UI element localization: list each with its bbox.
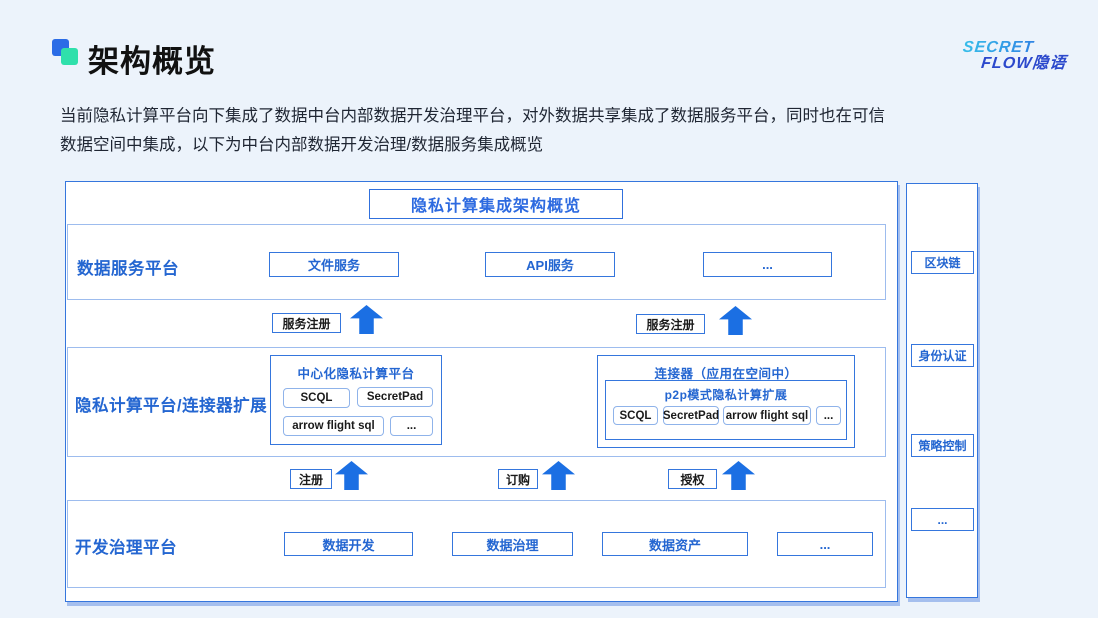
chip-arrow-flight-sql: arrow flight sql <box>283 416 384 436</box>
item-api-service: API服务 <box>485 252 615 277</box>
item-data-asset: 数据资产 <box>602 532 748 556</box>
page-title: 架构概览 <box>88 44 216 79</box>
row-privacy-label: 隐私计算平台/连接器扩展 <box>75 397 268 415</box>
tag-order: 订购 <box>498 469 538 489</box>
sidebar-item-blockchain: 区块链 <box>911 251 974 274</box>
item-file-service: 文件服务 <box>269 252 399 277</box>
diagram-title: 隐私计算集成架构概览 <box>369 189 623 219</box>
item-data-governance: 数据治理 <box>452 532 573 556</box>
chip-p2p-more: ... <box>816 406 841 425</box>
tag-register: 注册 <box>290 469 332 489</box>
connector-title: 连接器（应用在空间中） <box>654 367 798 381</box>
p2p-extension-title: p2p模式隐私计算扩展 <box>664 388 788 402</box>
tag-authorize: 授权 <box>668 469 717 489</box>
chip-p2p-arrow-flight-sql: arrow flight sql <box>723 406 811 425</box>
bullet-square-teal-icon <box>61 48 78 65</box>
item-dev-more: ... <box>777 532 873 556</box>
secretflow-logo-line2: FLOW隐语 <box>980 55 1068 72</box>
row-dev-label: 开发治理平台 <box>75 539 177 557</box>
central-platform-title: 中心化隐私计算平台 <box>297 367 415 381</box>
sidebar-item-identity-auth: 身份认证 <box>911 344 974 367</box>
slide-bullet-icon <box>52 39 80 67</box>
secretflow-logo: SECRET FLOW隐语 <box>950 39 1084 72</box>
chip-scql: SCQL <box>283 388 350 408</box>
chip-secretpad: SecretPad <box>357 387 433 407</box>
chip-central-more: ... <box>390 416 433 436</box>
sidebar-frame <box>906 183 978 598</box>
item-data-dev: 数据开发 <box>284 532 413 556</box>
intro-line-1: 当前隐私计算平台向下集成了数据中台内部数据开发治理平台，对外数据共享集成了数据服… <box>60 107 885 125</box>
chip-p2p-secretpad: SecretPad <box>663 406 719 425</box>
tag-service-register-right: 服务注册 <box>636 314 705 334</box>
tag-service-register-left: 服务注册 <box>272 313 341 333</box>
sidebar-item-more: ... <box>911 508 974 531</box>
intro-paragraph: 当前隐私计算平台向下集成了数据中台内部数据开发治理平台，对外数据共享集成了数据服… <box>60 102 960 160</box>
chip-p2p-scql: SCQL <box>613 406 658 425</box>
item-data-service-more: ... <box>703 252 832 277</box>
row-data-service-label: 数据服务平台 <box>77 260 179 278</box>
intro-line-2: 数据空间中集成，以下为中台内部数据开发治理/数据服务集成概览 <box>60 136 544 154</box>
sidebar-item-policy-control: 策略控制 <box>911 434 974 457</box>
secretflow-logo-line1: SECRET <box>952 39 1084 56</box>
